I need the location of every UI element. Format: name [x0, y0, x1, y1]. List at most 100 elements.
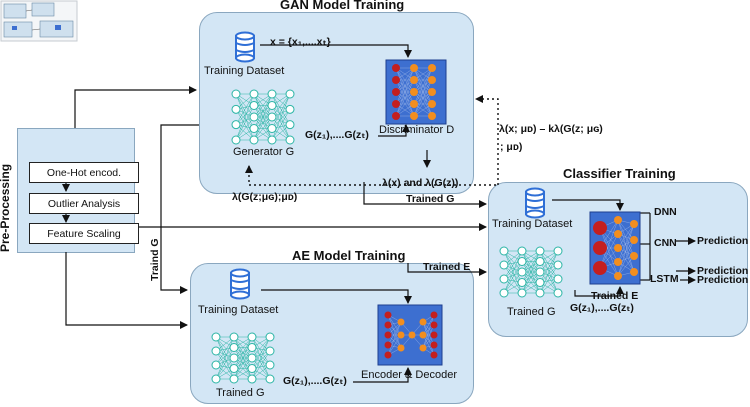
ae-title: AE Model Training: [292, 248, 406, 263]
ae-network-node: [265, 374, 275, 384]
classifier-g-network-node: [517, 288, 527, 298]
ae-network-node: [229, 364, 239, 373]
gan-x-equation: x = {x₁,....xₜ}: [270, 36, 331, 48]
discriminator-node: [410, 64, 418, 72]
encoder-decoder-node: [430, 311, 438, 319]
generator-network-node: [285, 135, 295, 145]
classifier-g-network-node: [517, 257, 527, 266]
encoder-decoder-node: [408, 331, 416, 339]
thumbnail-image: [0, 0, 78, 42]
generator-network-node: [267, 135, 277, 145]
classifier-g-network-node: [553, 260, 563, 270]
discriminator-node: [392, 76, 400, 84]
classifier-g-network-node: [517, 246, 527, 256]
encoder-decoder-node: [430, 341, 438, 349]
classifier-g-network-node: [535, 246, 545, 256]
classifier-g-network-node: [517, 278, 527, 287]
classifier-g-network-node: [535, 257, 545, 266]
discriminator-node: [428, 76, 436, 84]
classifier-title: Classifier Training: [563, 166, 676, 181]
encoder-decoder-node: [384, 351, 392, 359]
encoder-decoder-node: [397, 344, 405, 352]
classifier-node: [614, 230, 622, 238]
classifier-g-network-node: [499, 288, 509, 298]
generator-network-node: [285, 89, 295, 99]
ae-network-node: [229, 353, 239, 363]
discriminator-node: [410, 88, 418, 96]
step-outlier-analysis: Outlier Analysis: [29, 193, 139, 214]
classifier-node: [614, 272, 622, 280]
classifier-g-network-node: [499, 260, 509, 270]
encoder-decoder-node: [430, 331, 438, 339]
gan-dataset-label: Training Dataset: [204, 65, 285, 77]
encoder-decoder-node: [384, 321, 392, 329]
ae-network-node: [211, 374, 221, 384]
generator-network-icon: [231, 89, 295, 145]
model-dnn-label: DNN: [654, 206, 677, 218]
generator-network-node: [231, 104, 241, 114]
lambda-pair-label: λ(x) and λ(G(z)): [382, 177, 459, 189]
loss-label-continued: ; μᴅ): [500, 141, 523, 153]
encoder-decoder-node: [419, 318, 427, 326]
classifier-g-network-node: [535, 278, 545, 287]
classifier-trained-e-label: Trained E: [591, 290, 639, 302]
prediction-label-3: Prediction: [697, 274, 749, 286]
classifier-node: [614, 216, 622, 224]
classifier-network-icon: [589, 211, 641, 285]
ae-network-node: [229, 343, 239, 352]
generator-network-node: [267, 101, 277, 110]
ae-network-node: [247, 343, 257, 352]
ae-network-node: [247, 353, 257, 363]
encoder-decoder-node: [430, 351, 438, 359]
ae-dataset-label: Training Dataset: [198, 304, 279, 316]
trained-e-label: Trained E: [423, 261, 471, 273]
ae-network-node: [229, 374, 239, 384]
step-one-hot-encoding: One-Hot encod.: [29, 162, 139, 183]
discriminator-node: [410, 112, 418, 120]
ae-gz-label: G(z₁),....G(zₜ): [283, 375, 347, 387]
classifier-node: [593, 221, 607, 235]
ae-trained-g-label: Trained G: [216, 387, 265, 399]
ae-trained-g-network-icon: [211, 332, 275, 384]
classifier-trained-g-network-icon: [499, 246, 563, 298]
discriminator-node: [410, 76, 418, 84]
classifier-g-network-node: [517, 267, 527, 277]
discriminator-node: [428, 112, 436, 120]
classifier-node: [593, 261, 607, 275]
ae-network-node: [265, 346, 275, 356]
trained-g-label: Trained G: [406, 193, 455, 205]
classifier-g-network-node: [553, 246, 563, 256]
discriminator-network-icon: [385, 59, 447, 125]
encoder-decoder-node: [430, 321, 438, 329]
gan-title: GAN Model Training: [280, 0, 405, 12]
encoder-decoder-node: [384, 311, 392, 319]
generator-network-node: [267, 112, 277, 122]
encoder-decoder-node: [384, 341, 392, 349]
classifier-node: [630, 268, 638, 276]
ae-network-node: [247, 374, 257, 384]
classifier-gz-label: G(z₁),....G(zₜ): [570, 302, 634, 314]
discriminator-node: [392, 100, 400, 108]
ae-network-node: [247, 332, 257, 342]
generator-network-node: [249, 124, 259, 133]
discriminator-node: [392, 112, 400, 120]
loss-label: λ(x; μᴅ) – kλ(G(z; μɢ): [499, 123, 603, 135]
generator-label: Generator G: [233, 146, 295, 158]
classifier-node: [630, 252, 638, 260]
ae-network-node: [265, 360, 275, 370]
generator-network-node: [231, 135, 241, 145]
encoder-decoder-node: [397, 331, 405, 339]
classifier-g-network-node: [499, 274, 509, 284]
classifier-g-network-node: [535, 288, 545, 298]
classifier-node: [630, 220, 638, 228]
preprocessing-vertical-label: Pre-Processing: [0, 163, 12, 252]
generator-network-node: [285, 104, 295, 114]
classifier-node: [614, 258, 622, 266]
ae-network-node: [211, 346, 221, 356]
classifier-g-network-node: [499, 246, 509, 256]
generator-network-node: [249, 101, 259, 110]
generator-network-node: [249, 89, 259, 99]
discriminator-node: [428, 100, 436, 108]
discriminator-node: [428, 64, 436, 72]
